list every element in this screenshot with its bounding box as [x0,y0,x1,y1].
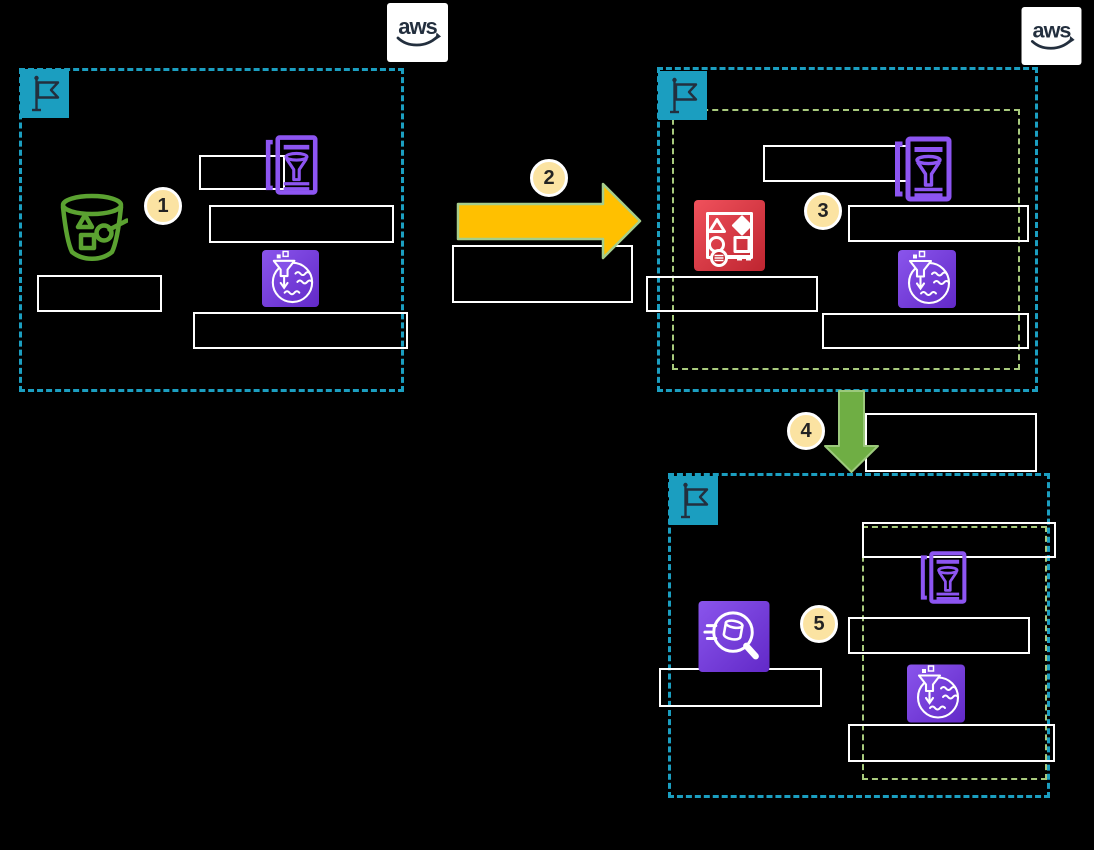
arrow-down-icon [824,390,879,473]
lake-formation-icon [907,664,965,723]
central-inner-group [672,109,1020,370]
athena-icon [698,601,770,672]
flag-icon [658,71,707,120]
aws-logo [1021,7,1082,65]
label-box [659,668,822,707]
step-badge-2: 2 [530,159,568,197]
glue-etl-icon [262,133,320,197]
kms-icon [694,200,765,271]
flag-icon [669,476,718,525]
label-box [763,145,910,182]
source-account-group [19,68,404,392]
step-badge-5: 5 [800,605,838,643]
label-box [193,312,408,349]
lake-formation-icon [262,250,319,307]
aws-logo [387,3,448,62]
label-box [848,724,1055,762]
arrow-right-icon [456,182,642,260]
label-box [209,205,394,243]
consumer-account-group [668,473,1050,798]
glue-etl-icon [918,549,968,606]
label-box [848,617,1030,654]
label-box [848,205,1029,242]
label-box [862,522,1056,558]
label-box [646,276,818,312]
step-badge-3: 3 [804,192,842,230]
label-box [865,413,1037,472]
s3-bucket-icon [56,192,128,264]
glue-etl-icon [891,134,954,204]
step-badge-4: 4 [787,412,825,450]
label-box [37,275,162,312]
label-box [199,155,285,190]
step-badge-1: 1 [144,187,182,225]
label-box [822,313,1029,349]
label-box [452,245,633,303]
lake-formation-icon [898,250,956,308]
flag-icon [20,69,69,118]
